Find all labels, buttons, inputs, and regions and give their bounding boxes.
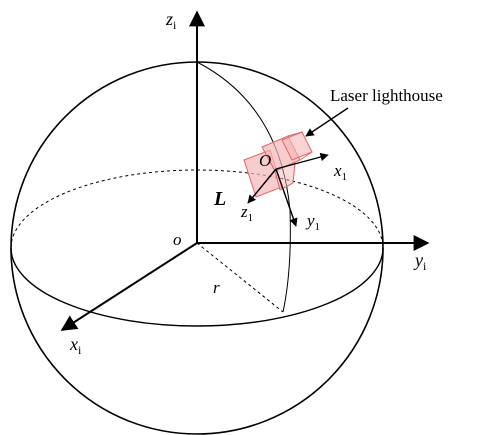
y1-axis-local [275,168,298,227]
axis-label-x-i: xi [69,334,82,357]
origin-label: o [173,230,182,249]
axis-label-z1: z1 [240,202,253,224]
equator-front [10,247,384,327]
radius-label: r [213,278,220,297]
radius-line [196,242,284,313]
x-axis-global [60,242,198,331]
axis-label-y1: y1 [305,211,320,233]
axis-label-x1: x1 [333,161,347,183]
axis-label-z-i: zi [165,9,177,32]
callout-label: Laser lighthouse [330,86,443,105]
callout-arrow [305,107,349,137]
x1-axis-local [275,152,329,170]
axis-label-y-i: yi [413,250,427,273]
local-origin-label: O [259,151,271,170]
vector-L-label: L [213,188,226,210]
z1-axis-local [247,168,277,204]
meridian-arc [196,61,291,313]
laser-lighthouse-icon [243,131,313,198]
